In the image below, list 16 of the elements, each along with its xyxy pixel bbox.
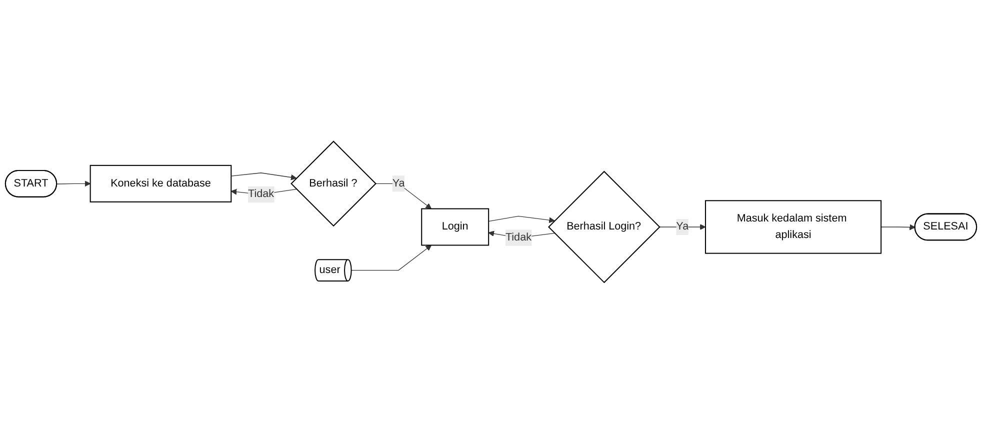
node-box: Masuk kedalam sistem aplikasi [704,200,882,254]
node-box: Login [421,208,490,246]
arrow [230,172,297,180]
node-box: Koneksi ke database [90,164,232,202]
node-diamond: Berhasil ? [290,140,376,226]
arrow [375,182,432,209]
arrow [880,224,916,230]
edge-label: Ya [392,177,405,189]
arrow [350,244,432,270]
arrow [56,180,91,186]
edge-label: Tidak [248,188,274,200]
edge-label: Tidak [505,231,532,243]
node-diamond: Berhasil Login? [548,170,660,283]
node-text: user [319,264,340,276]
edge-label: Ya [676,220,689,232]
arrow [488,215,555,223]
